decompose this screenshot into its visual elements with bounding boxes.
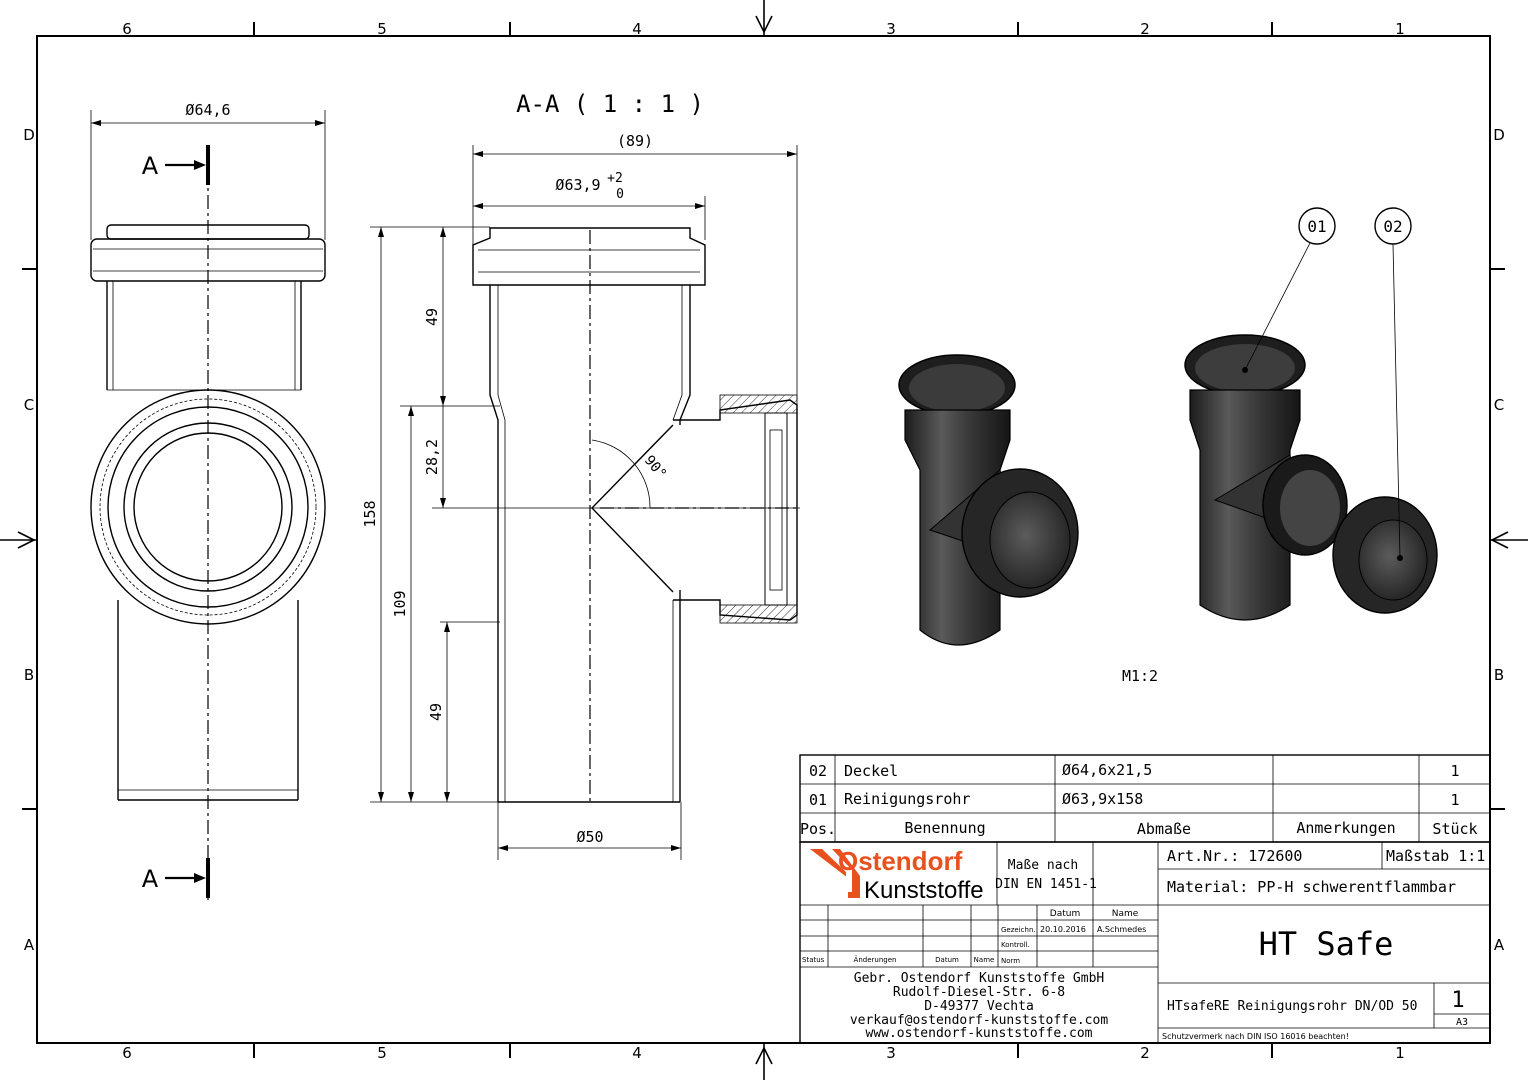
col-label-top-5: 5: [377, 20, 387, 38]
company-line-1: Gebr. Ostendorf Kunststoffe GmbH: [854, 971, 1104, 986]
protection-note: Schutzvermerk nach DIN ISO 16016 beachte…: [1162, 1032, 1349, 1041]
isometric-exploded: 01 02 M1:2: [1122, 207, 1438, 685]
name-label: Name: [974, 956, 995, 964]
dim-109: 109: [391, 590, 409, 617]
col-label-top-1: 1: [1395, 20, 1405, 38]
parts-header-name: Benennung: [904, 819, 985, 837]
section-mark-bottom: A: [142, 865, 159, 893]
isometric-assembled: [898, 354, 1079, 646]
drawing-description: HTsafeRE Reinigungsrohr DN/OD 50: [1167, 999, 1417, 1014]
col-label-bottom-4: 4: [632, 1044, 642, 1062]
title-block: Ostendorf Kunststoffe Maße nach DIN EN 1…: [799, 841, 1491, 1044]
parts-row-01-name: Reinigungsrohr: [844, 790, 970, 808]
row-label-left-b: B: [24, 666, 34, 684]
parts-row-02-qty: 1: [1450, 762, 1459, 780]
col-label-top-3: 3: [886, 20, 896, 38]
row-label-right-a: A: [1494, 936, 1505, 954]
col-datum: Datum: [1050, 909, 1080, 919]
logo-kunststoffe: Kunststoffe: [864, 877, 984, 904]
sheet-format: A3: [1456, 1017, 1468, 1028]
parts-row-01-pos: 01: [809, 791, 827, 809]
parts-row-02-dims: Ø64,6x21,5: [1062, 761, 1152, 779]
norm-line-1: Maße nach: [1008, 858, 1078, 873]
dim-lower-49: 49: [427, 703, 445, 721]
front-view: Ø64,6 A A: [90, 101, 326, 900]
art-nr: Art.Nr.: 172600: [1167, 847, 1302, 865]
status-label: Status: [802, 956, 825, 964]
angle-label: 90°: [641, 453, 670, 483]
parts-row-02-pos: 02: [809, 762, 827, 780]
dim-overall: (89): [617, 132, 653, 150]
parts-header-note: Anmerkungen: [1296, 819, 1395, 837]
parts-header-qty: Stück: [1432, 820, 1477, 838]
col-label-top-4: 4: [632, 20, 642, 38]
dim-socket: Ø63,9: [555, 176, 600, 194]
parts-header-dims: Abmaße: [1137, 820, 1191, 838]
norm-label: Norm: [1001, 957, 1020, 965]
col-label-top-2: 2: [1140, 20, 1150, 38]
dim-upper-49: 49: [423, 308, 441, 326]
row-label-right-b: B: [1494, 666, 1504, 684]
col-label-bottom-2: 2: [1140, 1044, 1150, 1062]
row-label-left-d: D: [23, 126, 35, 144]
section-mark-top: A: [142, 152, 159, 180]
iso-scale-label: M1:2: [1122, 667, 1158, 685]
aenderungen-label: Änderungen: [854, 955, 897, 964]
kontroll-label: Kontroll.: [1001, 941, 1030, 949]
parts-row-01-qty: 1: [1450, 791, 1459, 809]
material: Material: PP-H schwerentflammbar: [1167, 878, 1456, 896]
sheet-number: 1: [1451, 988, 1464, 1013]
gezeichn-label: Gezeichn.: [1001, 926, 1036, 934]
norm-line-2: DIN EN 1451-1: [995, 877, 1097, 892]
dim-socket-tol-lower: 0: [616, 187, 624, 202]
gezeichn-date: 20.10.2016: [1040, 925, 1086, 934]
balloon-01: 01: [1307, 217, 1326, 236]
balloon-02: 02: [1383, 217, 1402, 236]
col-label-top-6: 6: [122, 20, 132, 38]
section-title: A-A ( 1 : 1 ): [516, 90, 704, 118]
col-label-bottom-1: 1: [1395, 1044, 1405, 1062]
row-label-right-c: C: [1494, 396, 1504, 414]
parts-row-02-name: Deckel: [844, 762, 898, 780]
row-label-right-d: D: [1493, 126, 1505, 144]
parts-list: 02 Deckel Ø64,6x21,5 1 01 Reinigungsrohr…: [799, 754, 1491, 843]
col-name: Name: [1112, 909, 1139, 919]
company-website[interactable]: www.ostendorf-kunststoffe.com: [866, 1026, 1093, 1041]
row-label-left-a: A: [24, 936, 35, 954]
section-view: A-A ( 1 : 1 ) (89) Ø63,9 +2 0 158 109 49: [361, 90, 800, 860]
scale: Maßstab 1:1: [1386, 847, 1485, 865]
row-label-left-c: C: [24, 396, 34, 414]
dim-28-2: 28,2: [423, 439, 441, 475]
col-label-bottom-5: 5: [377, 1044, 387, 1062]
dim-bottom: Ø50: [576, 828, 603, 846]
dim-height: 158: [361, 500, 379, 527]
col-label-bottom-3: 3: [886, 1044, 896, 1062]
datum-label: Datum: [935, 956, 959, 964]
company-email[interactable]: verkauf@ostendorf-kunststoffe.com: [850, 1013, 1108, 1028]
gezeichn-name: A.Schmedes: [1097, 925, 1146, 934]
ostendorf-logo: Ostendorf Kunststoffe: [810, 846, 984, 904]
dim-front-width: Ø64,6: [185, 101, 230, 119]
col-label-bottom-6: 6: [122, 1044, 132, 1062]
logo-ostendorf: Ostendorf: [838, 846, 963, 876]
product-name: HT Safe: [1259, 925, 1394, 963]
parts-row-01-dims: Ø63,9x158: [1062, 790, 1143, 808]
parts-header-pos: Pos.: [800, 820, 836, 838]
company-line-2: Rudolf-Diesel-Str. 6-8: [893, 985, 1065, 1000]
company-line-3: D-49377 Vechta: [924, 999, 1034, 1014]
dim-socket-tol-upper: +2: [607, 171, 623, 186]
